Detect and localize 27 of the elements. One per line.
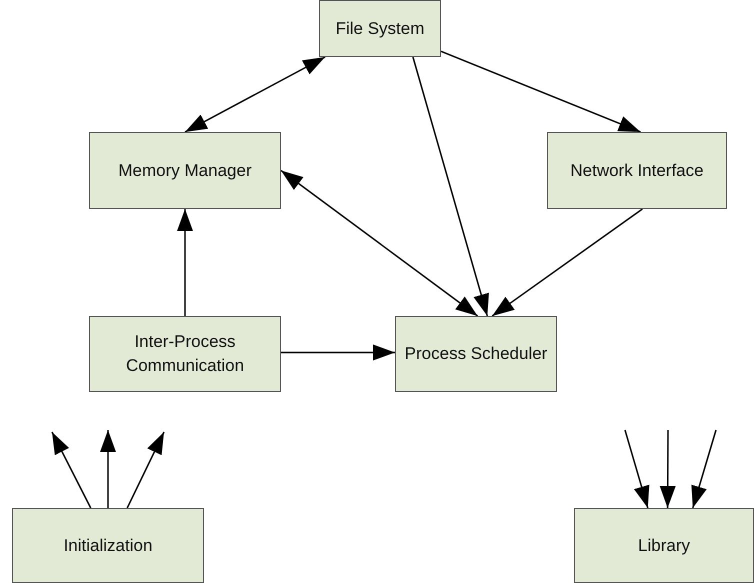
arrow — [177, 209, 193, 316]
arrow — [624, 430, 650, 508]
process-box — [89, 132, 281, 209]
arrow — [412, 56, 489, 316]
box-label: Network Interface — [570, 160, 704, 182]
arrow — [100, 430, 116, 508]
process-box — [547, 132, 727, 209]
arrow — [691, 430, 717, 508]
box-label: Inter-Process Communication — [124, 331, 246, 377]
arrow — [281, 344, 395, 360]
box-label: Initialization — [64, 534, 152, 557]
process-box — [395, 316, 557, 392]
arrow — [126, 432, 165, 508]
process-box — [319, 0, 441, 57]
arrow — [184, 56, 326, 133]
box-label: Process Scheduler — [404, 343, 548, 366]
arrow — [280, 170, 478, 317]
box-label: Memory Manager — [118, 160, 252, 182]
arrow — [440, 50, 641, 133]
arrow — [660, 430, 676, 508]
arrow — [51, 432, 92, 508]
box-label: Library — [638, 534, 690, 557]
box-label: File System — [336, 18, 424, 40]
process-box — [12, 508, 204, 583]
process-box — [574, 508, 754, 583]
arrow — [492, 208, 643, 317]
process-box — [89, 316, 281, 392]
